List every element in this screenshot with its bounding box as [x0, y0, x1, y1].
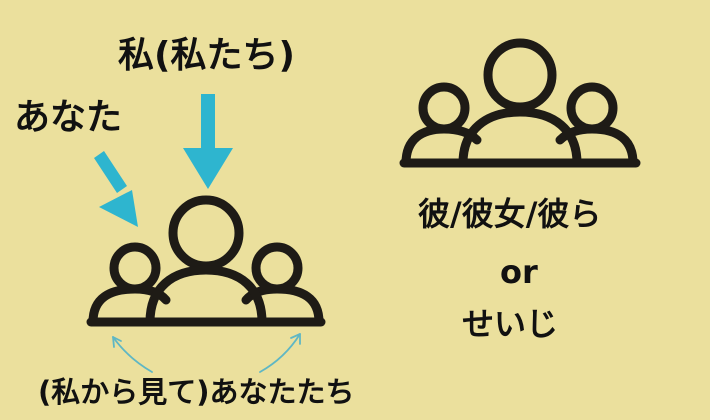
- person-center-head: [168, 195, 244, 271]
- thin-arrows: [112, 333, 301, 373]
- thin-arrow-left-head: [112, 336, 122, 348]
- label-kare: 彼/彼女/彼ら: [418, 195, 602, 233]
- person-right-head: [251, 242, 303, 294]
- arrow-shaft: [94, 151, 127, 193]
- thin-arrow-right: [259, 333, 301, 373]
- person-left-head: [109, 242, 161, 294]
- person-right-head: [566, 82, 618, 134]
- arrow-head: [99, 190, 138, 227]
- label-watashi: 私(私たち): [118, 35, 295, 76]
- person-center-body: [458, 107, 582, 168]
- people-group-left-icon: [86, 195, 326, 327]
- label-anatatachi: (私から見て)あなたたち: [38, 375, 355, 409]
- person-left-head: [418, 82, 470, 134]
- thin-arrow-right-head: [290, 333, 301, 345]
- label-anata: あなた: [14, 97, 123, 138]
- people-group-right-icon: [399, 38, 641, 168]
- arrow-diagonal-icon: [94, 151, 138, 227]
- arrow-down-icon: [183, 94, 233, 189]
- arrow-shaft: [201, 94, 215, 156]
- person-center-body: [145, 265, 267, 327]
- person-center-head: [483, 38, 557, 112]
- thin-arrow-left: [112, 336, 153, 373]
- arrow-head: [183, 148, 233, 189]
- label-seiji: せいじ: [462, 305, 559, 343]
- label-or: or: [500, 253, 538, 291]
